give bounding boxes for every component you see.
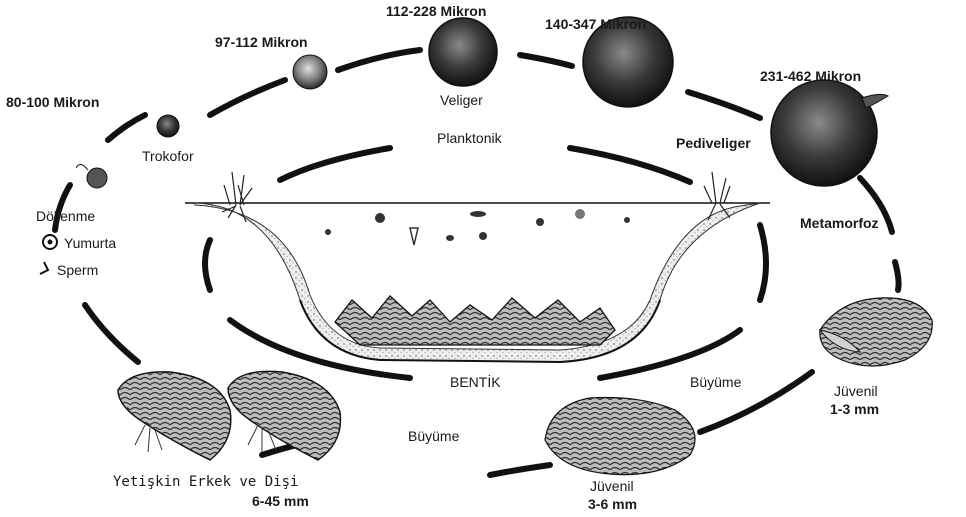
mussel-colony [335,296,615,345]
stage-label-yumurta: Yumurta [64,235,116,251]
size-label-pediveliger: 231-462 Mikron [760,68,861,84]
size-label-97: 97-112 Mikron [215,34,308,50]
stage-label-veliger: Veliger [440,92,483,108]
zone-label-planktonik: Planktonik [437,130,502,146]
juvenile-1-3mm [820,298,932,366]
label-adults: Yetişkin Erkek ve Dişi [113,474,298,490]
label-adults-size: 6-45 mm [252,493,309,509]
size-label-trochophore: 80-100 Mikron [6,94,99,110]
juvenile-3-6mm [545,398,695,475]
label-buyume-bottom: Büyüme [408,428,459,444]
stage-label-dollenme: Döllenme [36,208,95,224]
label-juvenil-large-size: 3-6 mm [588,496,637,512]
size-label-veliger: 112-228 Mikron [386,3,486,19]
label-buyume-right: Büyüme [690,374,741,390]
floating-larvae [325,209,630,245]
stage-label-trokofor: Trokofor [142,148,194,164]
trochophore-larva [157,115,179,137]
zone-label-bentik: BENTİK [450,374,501,390]
label-juvenil-small-size: 1-3 mm [830,401,879,417]
stage-label-sperm: Sperm [57,262,98,278]
early-veliger-larva [293,55,327,89]
size-label-140: 140-347 Mikron [545,16,646,32]
label-juvenil-small: Jüvenil [834,383,878,399]
adult-male-mussel [118,372,231,460]
label-juvenil-large: Jüvenil [590,478,634,494]
veliger-larva [429,18,497,86]
stage-label-pediveliger: Pediveliger [676,135,751,151]
pediveliger-larva [771,80,888,186]
label-metamorfoz: Metamorfoz [800,215,879,231]
